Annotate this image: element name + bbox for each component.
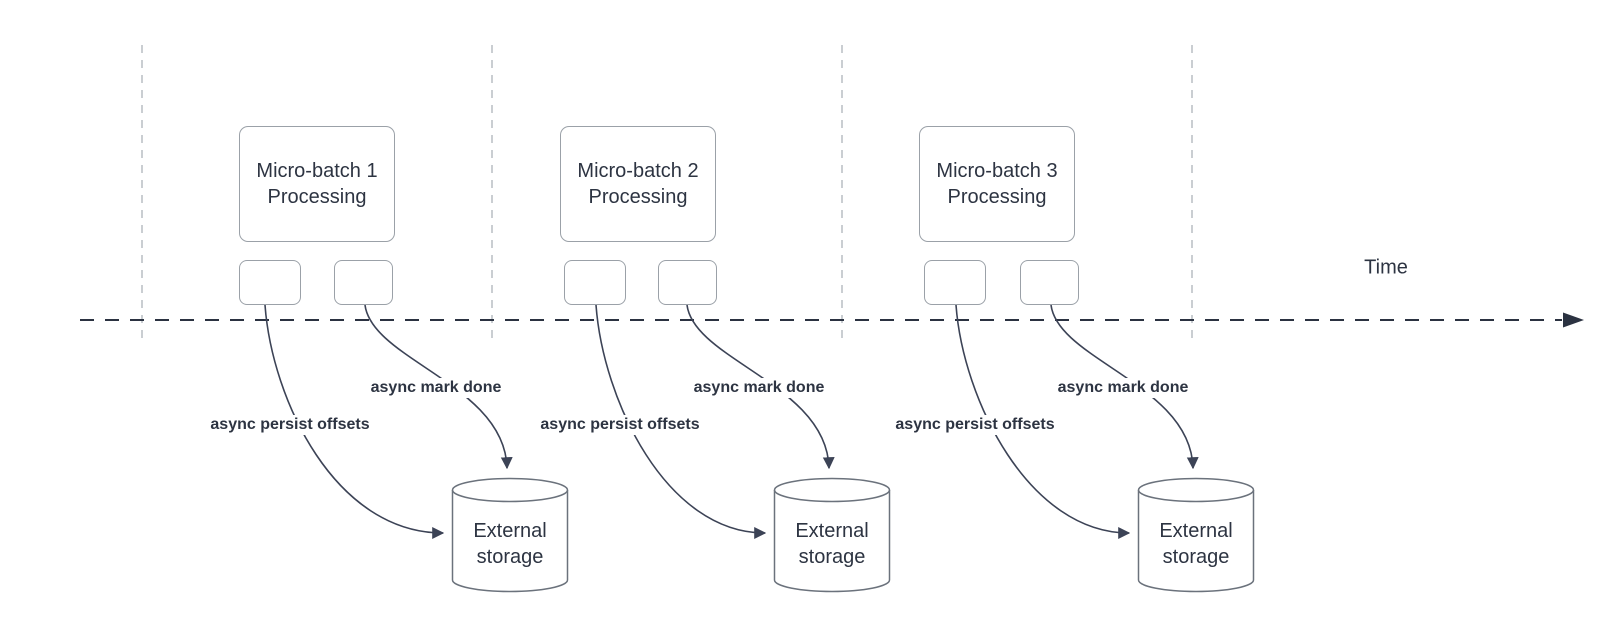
cylinder-shape-icon [1137,477,1255,593]
mark-done-label-3: async mark done [1053,378,1193,398]
micro-batch-2-processing-label: Micro-batch 2 Processing [577,160,699,208]
async-task-box-2-left [564,260,626,305]
micro-batch-2-processing-box: Micro-batch 2 Processing [560,126,716,242]
external-storage-label-2: External storage [795,520,869,568]
persist-offsets-arrow-2 [595,304,767,539]
async-task-box-3-left [924,260,986,305]
external-storage-label-3: External storage [1159,520,1233,568]
async-task-box-1-right [334,260,393,305]
external-storage-cylinder-2: External storage [773,477,891,593]
time-axis-label: Time [1364,256,1408,279]
async-task-box-2-right [658,260,717,305]
persist-offsets-arrow-1 [264,304,445,539]
persist-offsets-label-1: async persist offsets [206,415,374,435]
persist-offsets-label-2: async persist offsets [536,415,704,435]
mark-done-arrow-1 [364,304,513,470]
external-storage-label-1: External storage [473,520,547,568]
persist-offsets-arrow-3 [955,304,1131,539]
persist-offsets-label-3: async persist offsets [891,415,1059,435]
micro-batch-1-processing-label: Micro-batch 1 Processing [256,160,378,208]
async-task-box-3-right [1020,260,1079,305]
mark-done-arrow-3 [1050,304,1199,470]
micro-batch-3-processing-box: Micro-batch 3 Processing [919,126,1075,242]
mark-done-label-2: async mark done [689,378,829,398]
async-task-box-1-left [239,260,301,305]
cylinder-shape-icon [773,477,891,593]
mark-done-arrow-2 [686,304,835,470]
cylinder-shape-icon [451,477,569,593]
external-storage-cylinder-1: External storage [451,477,569,593]
micro-batch-3-processing-label: Micro-batch 3 Processing [936,160,1058,208]
micro-batch-1-processing-box: Micro-batch 1 Processing [239,126,395,242]
external-storage-cylinder-3: External storage [1137,477,1255,593]
time-axis-arrowhead [1563,312,1584,328]
mark-done-label-1: async mark done [366,378,506,398]
